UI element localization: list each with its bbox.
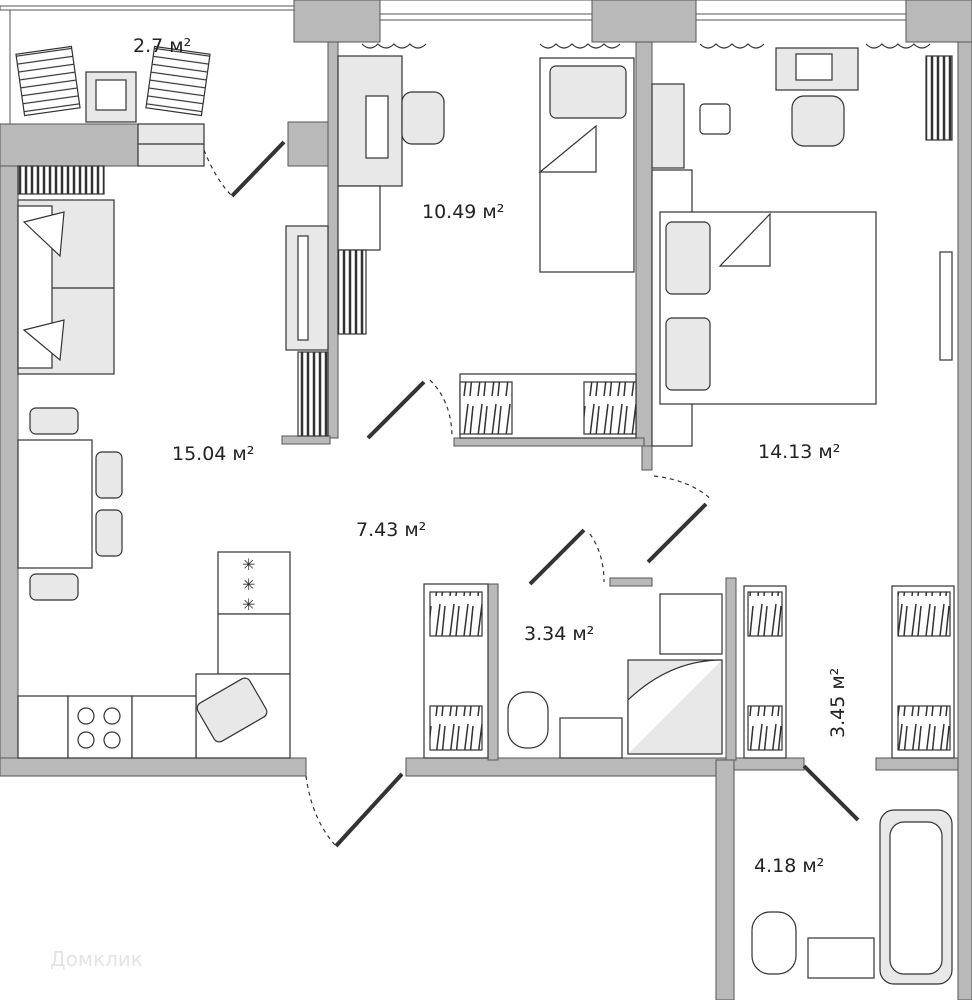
bathroom-furniture: [751, 809, 953, 985]
watermark-logo: Домклик: [50, 947, 143, 971]
area-label-hall: 7.43 м²: [356, 519, 426, 541]
svg-text:✳: ✳: [242, 575, 255, 594]
kitchen-living-furniture: ✳ ✳ ✳: [17, 165, 404, 848]
balcony: [15, 45, 286, 198]
svg-text:✳: ✳: [242, 595, 255, 614]
area-label-corridor: 3.45 м²: [827, 668, 849, 738]
corridor-furniture: [743, 585, 955, 822]
area-label-bathroom: 4.18 м²: [754, 855, 824, 877]
area-label-wc: 3.34 м²: [524, 623, 594, 645]
bedroom-2-furniture: [646, 43, 953, 564]
area-label-bedroom-2: 14.13 м²: [758, 441, 840, 463]
wc-furniture: [507, 593, 723, 759]
bedroom-1-furniture: [337, 43, 637, 440]
windows: [0, 5, 906, 124]
area-label-bedroom-1: 10.49 м²: [422, 201, 504, 223]
area-label-kitchen-living: 15.04 м²: [172, 443, 254, 465]
area-label-balcony: 2.7 м²: [133, 35, 191, 57]
hall-furniture: [423, 528, 605, 759]
svg-text:✳: ✳: [242, 555, 255, 574]
area-labels: 2.7 м² 15.04 м² 10.49 м² 14.13 м² 7.43 м…: [133, 35, 849, 877]
